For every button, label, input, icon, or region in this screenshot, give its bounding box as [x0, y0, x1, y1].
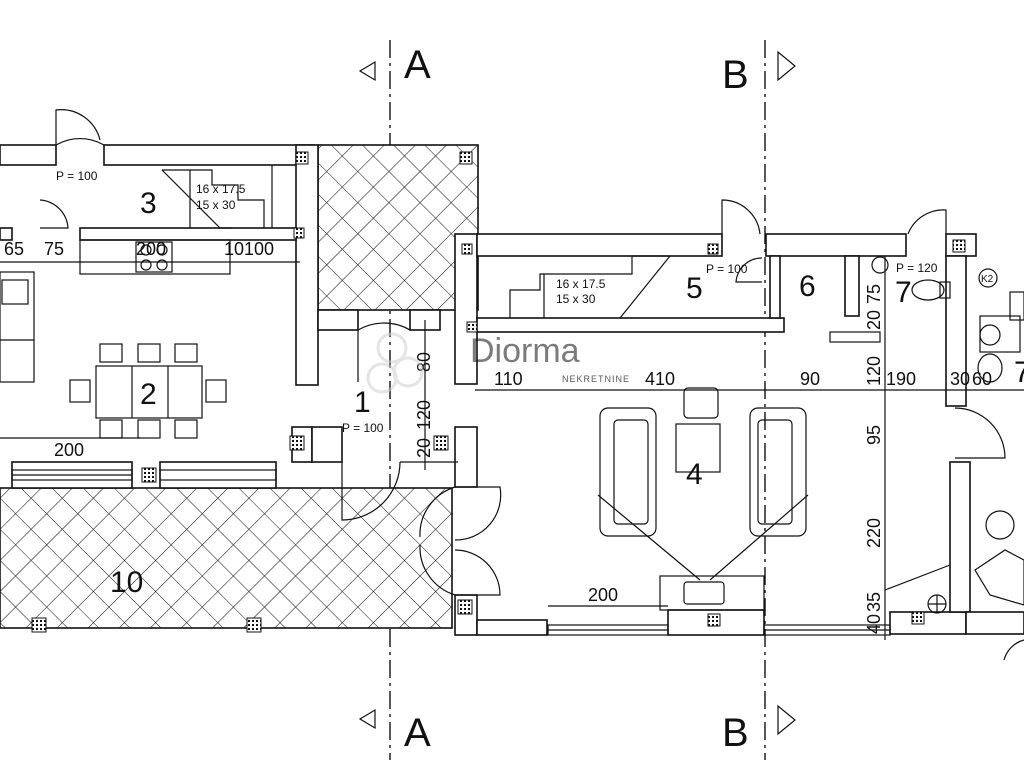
room-3-number: 3: [140, 187, 157, 220]
dim-30: 30: [950, 369, 970, 389]
section-b-top-label: B: [722, 53, 749, 97]
door-kitchen: [39, 199, 69, 229]
section-b-bottom-label: B: [722, 711, 749, 755]
dim-vert-80: 80: [414, 352, 434, 372]
dim-200-bottom: 200: [588, 585, 618, 605]
dim-vert-75: 75: [864, 284, 884, 304]
section-b-bottom-arrow-icon: [777, 704, 796, 736]
room-7-number: 7: [895, 276, 912, 309]
terrace-room-10-hatch: [0, 487, 453, 629]
section-a-top-arrow-icon: [358, 60, 376, 82]
dim-vert-120b: 120: [864, 356, 884, 386]
dim-75: 75: [44, 239, 64, 259]
dimension-lines: [0, 256, 1024, 640]
section-a-bottom-arrow-icon: [358, 708, 376, 730]
door-bath: [954, 407, 1006, 459]
room-6-number: 6: [799, 270, 816, 303]
dim-vert-95: 95: [864, 425, 884, 445]
room-7b-number: 7: [1014, 356, 1024, 389]
right-closet: [1009, 291, 1024, 321]
door-terrace: [341, 461, 458, 521]
door-label-room-7: P = 120: [896, 261, 938, 275]
door-label-room-5: P = 100: [706, 262, 748, 276]
dim-110: 110: [494, 369, 523, 389]
stairs-upper-tread: 15 x 30: [196, 198, 236, 212]
dim-10100: 10100: [224, 239, 274, 259]
left-sink-fixture: [0, 271, 35, 383]
dim-vert-20b: 20: [864, 310, 884, 330]
door-room-5: [721, 199, 761, 235]
living-room-furniture: [597, 387, 809, 611]
door-room-6: [735, 257, 763, 283]
room-5-number: 5: [686, 272, 703, 305]
dim-60: 60: [972, 369, 992, 389]
section-b-top-arrow-icon: [777, 50, 796, 82]
dim-vert-120: 120: [414, 400, 434, 430]
door-label-room-3: P = 100: [56, 169, 98, 183]
section-line-a: [358, 40, 391, 760]
door-room-3: [55, 109, 105, 146]
section-line-b: [764, 40, 796, 760]
door-living-doublewing: [419, 486, 502, 596]
stairs-lower-rise: 16 x 17.5: [556, 277, 606, 291]
section-a-top-label: A: [404, 43, 431, 87]
dining-table: [69, 343, 227, 439]
door-entry: [357, 322, 411, 382]
stairs-upper: [161, 165, 273, 229]
dim-vert-20: 20: [414, 438, 434, 458]
wc-fixtures: [829, 256, 1024, 614]
dim-410: 410: [645, 369, 675, 389]
dim-vert-35: 35: [864, 592, 884, 612]
upper-terrace-hatch: [317, 144, 479, 311]
door-room-7: [907, 209, 947, 235]
door-corner: [1003, 639, 1024, 661]
section-a-bottom-label: A: [404, 711, 431, 755]
stairs-upper-rise: 16 x 17.5: [196, 182, 246, 196]
kitchen-counter: [79, 239, 231, 275]
fixture-k2-label: K2: [981, 274, 994, 285]
dim-190: 190: [886, 369, 916, 389]
dim-200-left: 200: [54, 440, 84, 460]
dim-vert-40: 40: [864, 614, 884, 634]
room-1-number: 1: [354, 386, 371, 419]
watermark-brand: Diorma: [470, 332, 580, 370]
room-4-number: 4: [686, 458, 703, 491]
dim-200-kitchen: 200: [136, 239, 166, 259]
dim-90: 90: [800, 369, 820, 389]
stairs-lower-tread: 15 x 30: [556, 292, 596, 306]
structural-columns: [31, 151, 966, 633]
window-strips: [11, 469, 891, 636]
room-2-number: 2: [140, 378, 157, 411]
stairs-lower: [509, 255, 671, 319]
door-label-terrace: P = 100: [342, 421, 384, 435]
dim-65: 65: [4, 239, 24, 259]
room-10-number: 10: [110, 566, 143, 599]
watermark-logo: [366, 332, 424, 394]
watermark-tagline: NEKRETNINE: [562, 374, 630, 384]
dim-vert-220: 220: [864, 518, 884, 548]
